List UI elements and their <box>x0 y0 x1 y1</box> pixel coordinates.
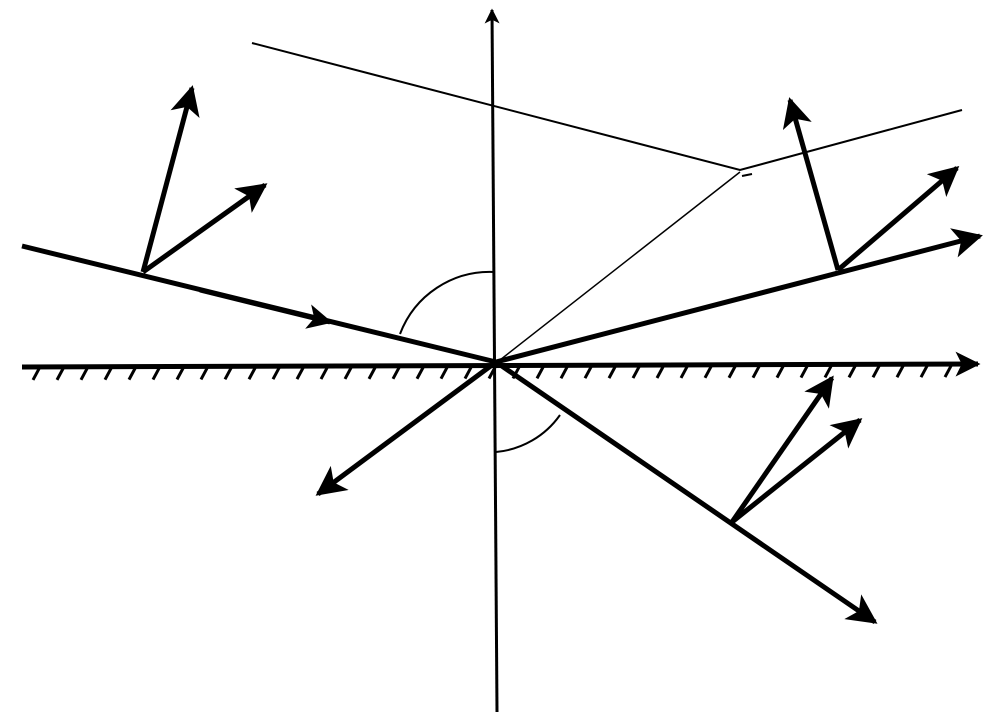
refracted-ray-line <box>494 359 878 625</box>
hatch-tick <box>127 365 138 381</box>
incident-vectors <box>140 85 268 275</box>
hatch-tick <box>751 363 762 379</box>
hatch-tick <box>727 364 738 379</box>
reflected-vectors <box>782 97 960 272</box>
hatch-tick <box>871 363 882 379</box>
refracted-vector-2 <box>730 418 863 524</box>
wavefront-polyline <box>251 42 963 172</box>
hatch-tick <box>775 363 786 379</box>
angle-arcs <box>399 270 561 453</box>
refracted-vectors <box>729 375 863 524</box>
hatch-tick <box>151 365 162 381</box>
refraction-angle-arc <box>495 414 561 453</box>
hatch-tick <box>559 364 570 379</box>
backward-vector <box>315 359 498 497</box>
hatch-tick <box>79 366 90 381</box>
hatch-tick <box>319 365 330 380</box>
hatch-tick <box>391 365 402 380</box>
hatch-tick <box>295 365 306 380</box>
hatch-tick <box>415 365 426 380</box>
hatch-tick <box>103 366 114 381</box>
wavefront-tick <box>741 173 753 177</box>
hatch-tick <box>895 363 906 378</box>
hatch-tick <box>223 365 234 381</box>
reflected-ray-line <box>495 228 983 365</box>
hatch-tick <box>367 365 378 380</box>
hatch-tick <box>847 363 858 379</box>
wavefront-line <box>251 42 963 361</box>
hatch-tick <box>55 366 66 381</box>
hatch-tick <box>655 364 666 379</box>
hatch-tick <box>247 365 258 380</box>
hatch-tick <box>199 365 210 381</box>
incident-ray <box>21 243 497 365</box>
hatch-tick <box>535 364 546 380</box>
wavefront-to-origin <box>499 171 741 361</box>
surface-hatching <box>31 363 954 381</box>
incident-ray-arrow <box>199 287 333 329</box>
hatch-tick <box>439 364 450 380</box>
refracted-vector-1 <box>729 375 835 524</box>
incident-vector-1 <box>140 85 200 273</box>
hatch-tick <box>31 366 42 381</box>
hatch-tick <box>583 364 594 379</box>
hatch-tick <box>823 363 834 379</box>
reflected-vector-2 <box>836 166 960 272</box>
hatch-tick <box>271 365 282 380</box>
refracted-ray <box>494 359 878 625</box>
hatch-tick <box>799 363 810 379</box>
incident-vector-2 <box>141 182 268 275</box>
hatch-tick <box>703 364 714 379</box>
hatch-tick <box>343 365 354 380</box>
hatch-tick <box>679 364 690 379</box>
incidence-angle-arc <box>399 270 495 335</box>
reflected-vector-1 <box>782 97 841 271</box>
hatch-tick <box>607 364 618 379</box>
hatch-tick <box>463 364 474 380</box>
hatch-tick <box>175 365 186 381</box>
hatch-tick <box>943 363 954 378</box>
reflected-ray <box>495 228 983 365</box>
hatch-tick <box>919 363 930 378</box>
hatch-tick <box>631 364 642 379</box>
